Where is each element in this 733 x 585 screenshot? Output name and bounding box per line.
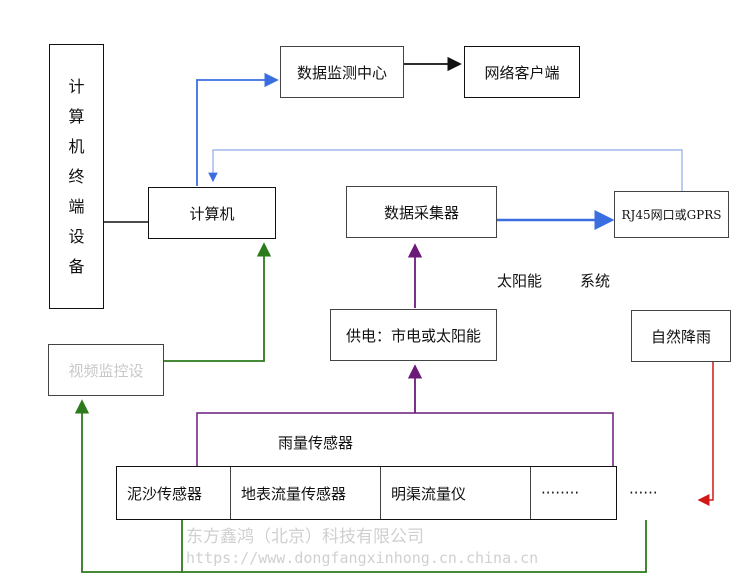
data-monitor-center-box: 数据监测中心 bbox=[280, 46, 404, 98]
network-client-box: 网络客户端 bbox=[464, 46, 580, 98]
rj45-gprs-label: RJ45网口或GPRS bbox=[621, 208, 722, 222]
data-collector-box: 数据采集器 bbox=[346, 186, 497, 238]
computer-label: 计算机 bbox=[189, 204, 235, 223]
terminal-char: 备 bbox=[68, 256, 85, 276]
terminal-char: 算 bbox=[68, 106, 85, 126]
natural-rain-box: 自然降雨 bbox=[631, 310, 731, 362]
ellipsis-label-2: ······ bbox=[629, 484, 658, 502]
system-label: 系统 bbox=[580, 272, 611, 290]
rain-sensor-label: 雨量传感器 bbox=[278, 434, 354, 452]
bottom-green-right bbox=[182, 520, 647, 573]
open-channel-meter-cell: 明渠流量仪 bbox=[381, 467, 531, 519]
terminal-char: 设 bbox=[68, 226, 85, 246]
rj45-computer-line bbox=[208, 149, 683, 191]
bottom-green-loop bbox=[74, 399, 183, 573]
network-client-label: 网络客户端 bbox=[484, 63, 560, 82]
open-channel-meter-label: 明渠流量仪 bbox=[391, 484, 467, 503]
power-supply-box: 供电：市电或太阳能 bbox=[330, 309, 497, 361]
computer-box: 计算机 bbox=[148, 187, 276, 239]
ellipsis-cell-1: ········ bbox=[531, 467, 616, 519]
sensor-bus-line bbox=[196, 412, 614, 466]
computer-terminal-box: 计算机终端设备 bbox=[49, 44, 104, 309]
rj45-gprs-box: RJ45网口或GPRS bbox=[614, 191, 729, 238]
data-collector-label: 数据采集器 bbox=[383, 203, 459, 222]
video-monitor-box: 视频监控设 bbox=[48, 344, 164, 396]
surface-flow-sensor-label: 地表流量传感器 bbox=[241, 484, 347, 503]
terminal-char: 端 bbox=[68, 196, 85, 216]
terminal-char: 计 bbox=[68, 76, 85, 96]
data-monitor-center-label: 数据监测中心 bbox=[296, 63, 387, 82]
natural-rain-label: 自然降雨 bbox=[650, 327, 711, 346]
surface-flow-sensor-cell: 地表流量传感器 bbox=[231, 467, 381, 519]
sediment-sensor-cell: 泥沙传感器 bbox=[117, 467, 231, 519]
solar-label: 太阳能 bbox=[497, 272, 543, 290]
sediment-sensor-label: 泥沙传感器 bbox=[127, 484, 203, 503]
video-computer-arrow bbox=[164, 242, 272, 362]
terminal-char: 终 bbox=[68, 166, 85, 186]
terminal-char: 机 bbox=[68, 136, 85, 156]
ellipsis-cell-2: ······ bbox=[616, 466, 697, 520]
watermark-company: 东方鑫鸿（北京）科技有限公司 bbox=[186, 527, 424, 547]
ellipsis-label-1: ········ bbox=[541, 484, 580, 502]
computer-center-arrow bbox=[196, 72, 279, 186]
power-supply-label: 供电：市电或太阳能 bbox=[345, 326, 481, 345]
video-monitor-label: 视频监控设 bbox=[68, 361, 144, 380]
watermark-url: https://www.dongfangxinhong.cn.china.cn bbox=[186, 549, 539, 567]
rain-sensor-arrow bbox=[697, 362, 714, 506]
